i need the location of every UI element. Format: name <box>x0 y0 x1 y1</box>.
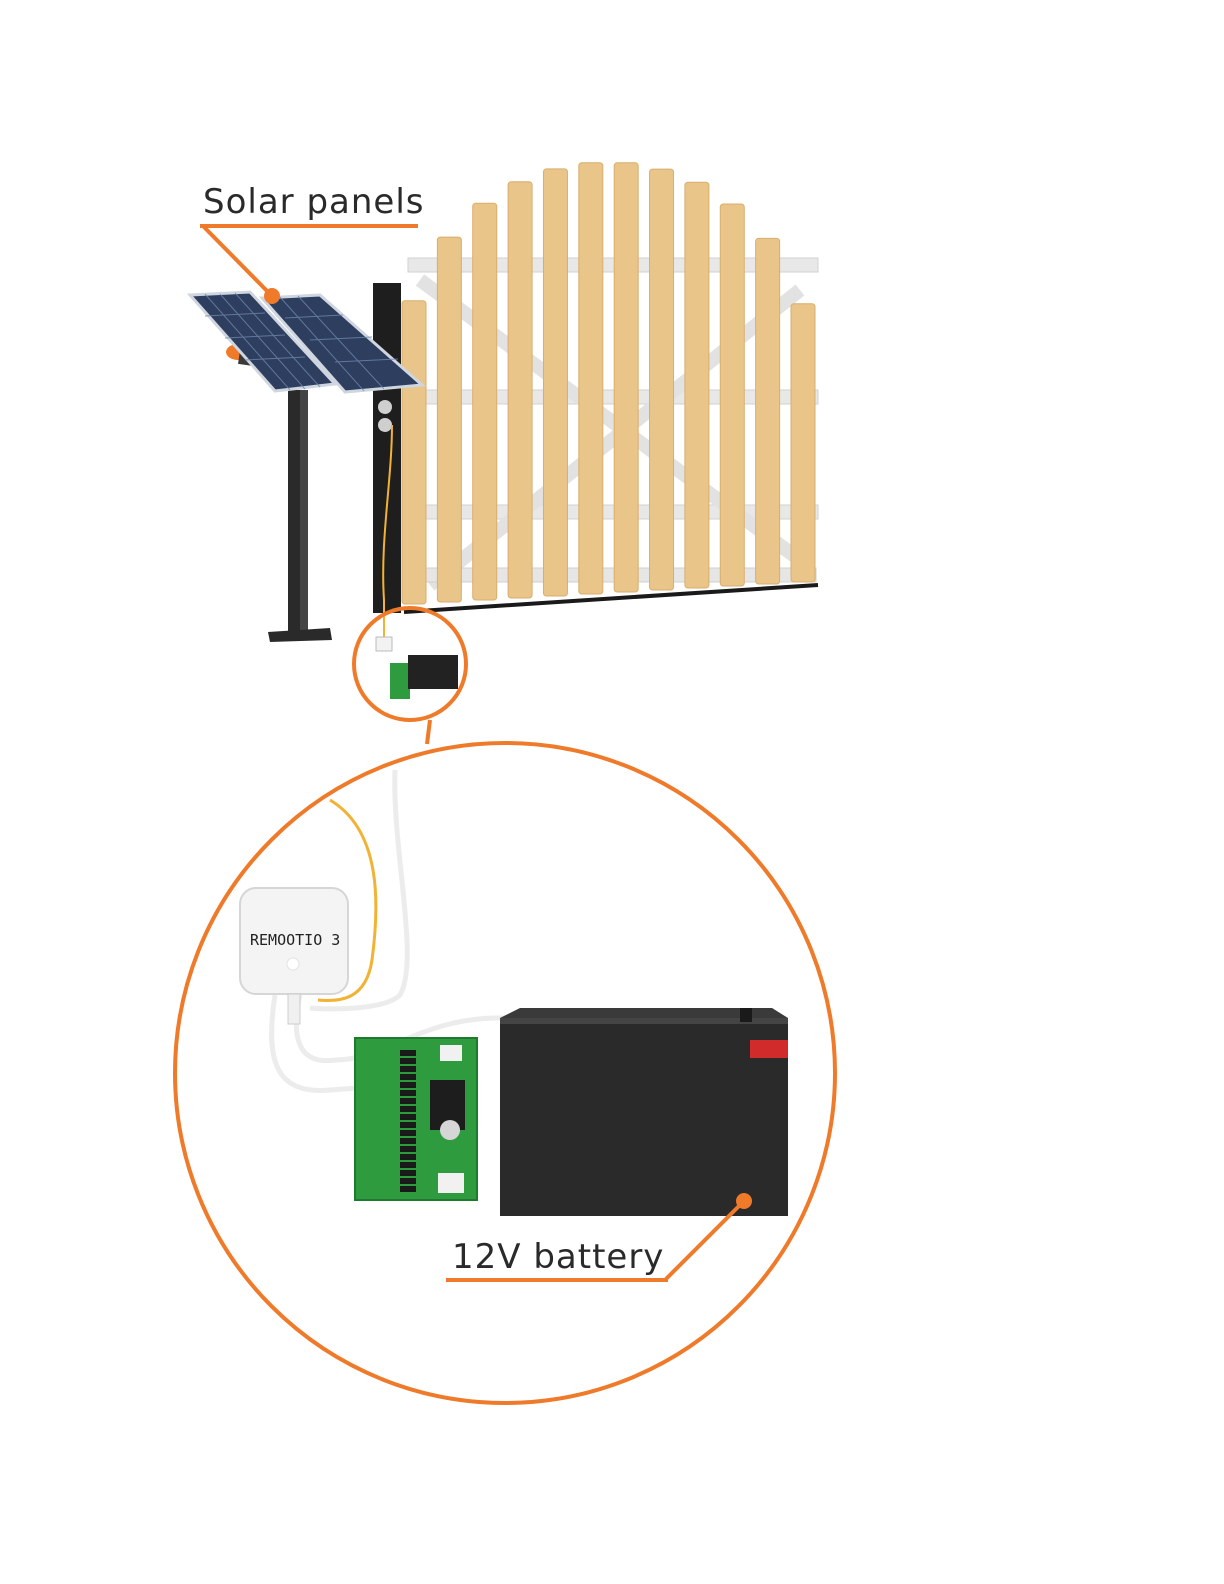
pcb-terminal <box>400 1066 416 1072</box>
pcb-terminal <box>400 1178 416 1184</box>
gate-slat <box>579 163 603 594</box>
pcb-terminal <box>400 1106 416 1112</box>
gate-slats <box>402 163 815 604</box>
pcb-board-icon <box>355 1038 477 1200</box>
pcb-terminal <box>400 1138 416 1144</box>
device-name-label: REMOOTIO 3 <box>250 931 340 949</box>
zoom-source-circle <box>354 608 466 744</box>
gate-slat <box>543 169 567 596</box>
gate-slat <box>402 301 426 604</box>
wooden-gate-icon <box>373 163 818 640</box>
gate-slat <box>650 169 674 590</box>
pcb-terminal <box>400 1170 416 1176</box>
gate-slat <box>791 304 815 582</box>
detail-circle: REMOOTIO 3 12V battery <box>175 743 835 1403</box>
pcb-terminal <box>400 1074 416 1080</box>
pcb-terminal <box>400 1098 416 1104</box>
pcb-terminal <box>400 1090 416 1096</box>
gate-slat <box>756 238 780 584</box>
solar-panels-label: Solar panels <box>203 182 425 222</box>
remootio-device-icon: REMOOTIO 3 <box>240 888 348 1024</box>
pcb-terminal <box>400 1050 416 1056</box>
solar-callout-dot <box>264 288 280 304</box>
pcb-terminal <box>400 1122 416 1128</box>
pcb-terminal <box>400 1154 416 1160</box>
pcb-terminal <box>400 1130 416 1136</box>
battery-label: 12V battery <box>452 1237 664 1277</box>
pcb-terminal <box>400 1114 416 1120</box>
gate-slat <box>508 182 532 598</box>
gate-slat <box>437 237 461 602</box>
gate-post <box>373 283 401 613</box>
pcb-terminal <box>400 1082 416 1088</box>
pcb-terminal <box>400 1186 416 1192</box>
gate-slat <box>720 204 744 586</box>
pcb-terminal <box>400 1146 416 1152</box>
gate-slat <box>685 182 709 588</box>
gate-slat <box>473 203 497 600</box>
pcb-terminal <box>400 1162 416 1168</box>
battery-icon <box>500 1008 788 1216</box>
pcb-terminal <box>400 1058 416 1064</box>
gate-slat <box>614 163 638 592</box>
